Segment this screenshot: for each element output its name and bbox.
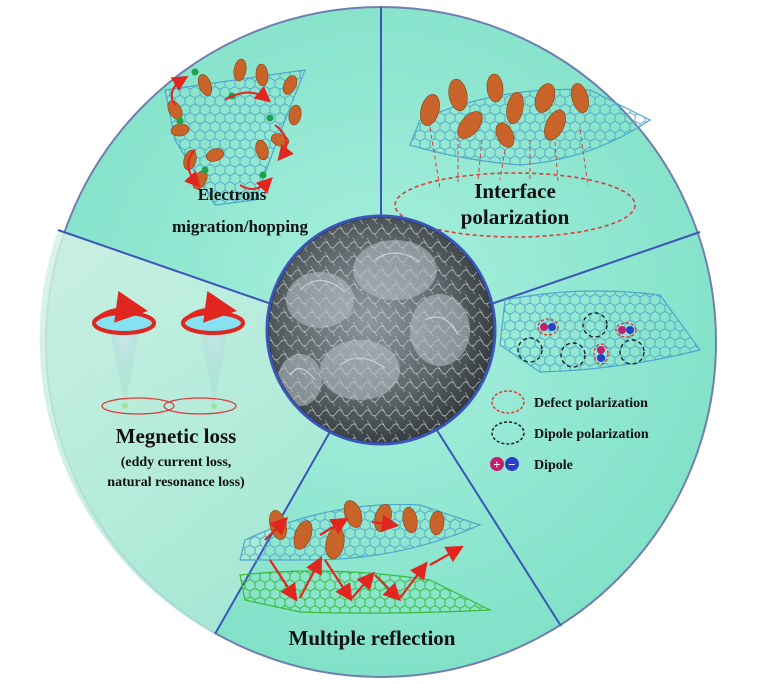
dipole-ring [619,339,645,365]
svg-text:+: + [493,457,500,472]
reflection-arrow [371,514,400,533]
hop-arrow [239,177,273,195]
magnetic-title: Megnetic loss [116,424,237,448]
electrons-illustration [164,58,306,206]
flake [506,91,524,125]
eddy-loop [163,397,237,415]
dipole-ring [582,312,608,338]
reflection-arrow [264,516,289,541]
sem-micrograph-icon [265,214,497,446]
flake [402,506,418,534]
legend-dipole-polarization-swatch [491,421,525,445]
dipole-ring [517,337,543,363]
electron [201,166,209,174]
electron [266,114,274,122]
reflection-title: Multiple reflection [289,626,456,650]
magnetic-line2: (eddy current loss, [121,455,232,470]
dipole-icons [540,323,634,362]
minus-icon [505,457,519,471]
magnetic-line3: natural resonance loss) [107,475,245,490]
electrons-label-line1: Electrons [198,185,267,204]
electron [176,117,184,125]
cone [110,330,140,405]
flake [571,83,589,113]
reflection-arrow [324,559,353,602]
defect-ring [593,343,609,365]
flake [183,149,197,171]
legend-dipole-polarization-label: Dipole polarization [534,427,649,442]
hop-arrow [274,124,294,162]
flake [282,75,298,95]
flake [205,148,225,162]
interface-label-line2: polarization [461,205,570,229]
legend-dipole-label: Dipole [534,458,573,473]
electrons-label-line2: migration/hopping [172,217,309,236]
legend: Defect polarization Dipole polarization … [490,390,649,473]
defect-ring [537,318,559,336]
flake [534,83,556,113]
reflection-arrow [299,556,323,599]
interface-label-line1: Interface [474,179,556,203]
graphene-sheet-green [239,570,493,614]
interface-illustration [394,73,652,238]
flake [197,74,213,96]
flake [233,58,247,82]
reflection-arrow [319,517,349,536]
legend-defect-swatch [491,390,525,414]
graphene-sheet [499,290,702,373]
reflection-illustration [239,500,493,614]
reflection-arrow [399,561,428,599]
reflection-arrow [269,559,298,602]
reflection-arrow [429,545,464,566]
flake [495,122,515,148]
flake [420,94,440,126]
reflection-arrow [374,574,402,602]
flake [293,520,313,550]
plus-icon [490,457,504,471]
hop-arrow [170,75,189,106]
flake [486,73,504,103]
defect-ring [615,322,637,338]
hop-arrow [184,149,201,188]
cone [200,330,228,405]
svg-text:−: − [508,457,515,472]
hop-arrow [224,86,272,103]
electron [259,171,267,179]
electron [191,68,199,76]
reflection-arrow [351,571,375,599]
magnetic-illustration [92,290,245,415]
flake [448,78,468,112]
legend-defect-label: Defect polarization [534,396,648,411]
eddy-loop [101,397,175,415]
dipole-ring [560,342,586,368]
flake [255,139,269,161]
flake [429,510,445,536]
flake [255,63,269,87]
flake [288,104,302,126]
flake [457,111,483,139]
interface-ellipse [394,172,636,238]
flake [544,109,566,141]
defect-illustration [499,290,702,373]
